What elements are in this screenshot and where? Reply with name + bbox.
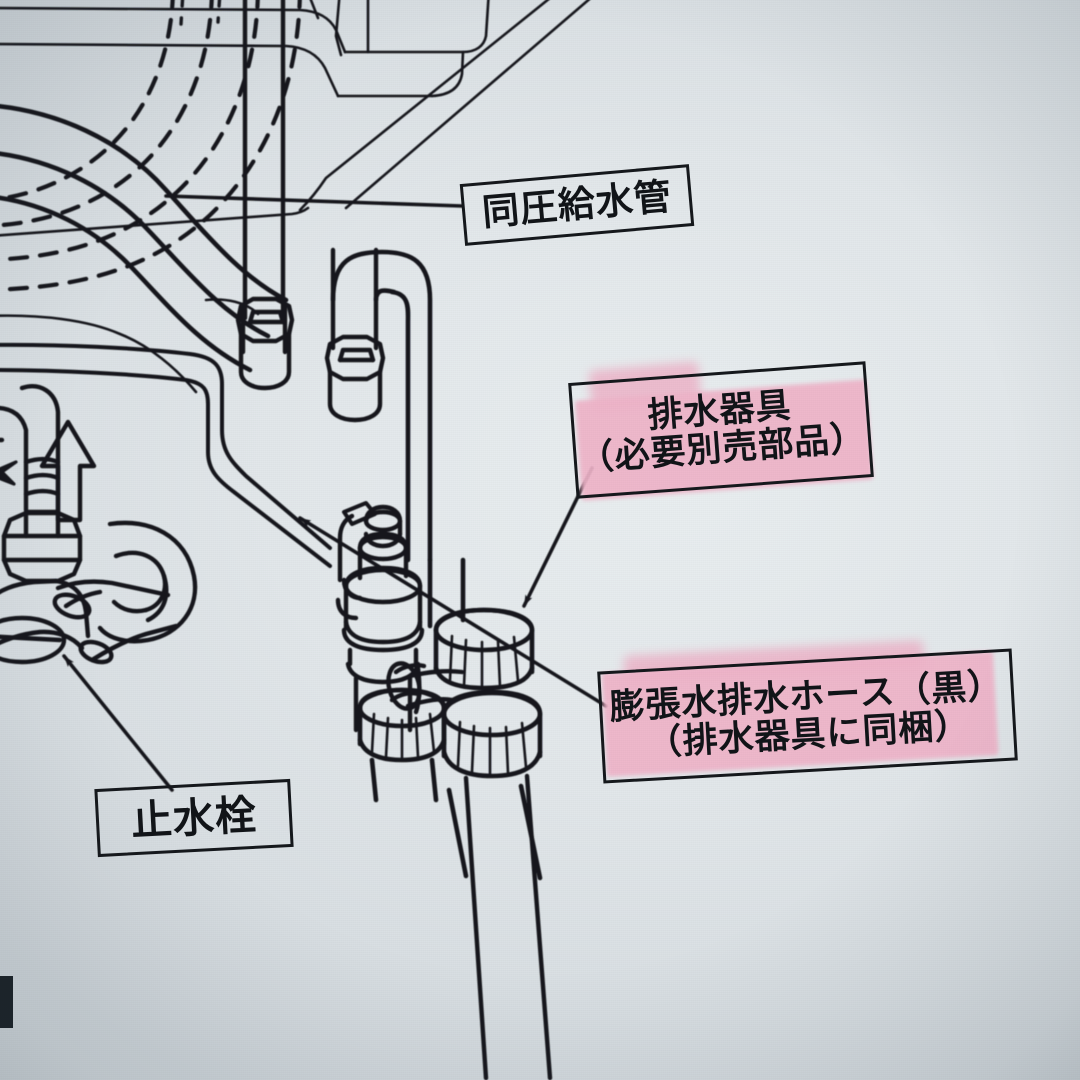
counter-outline	[0, 0, 490, 98]
cabinet-thin-lines	[0, 298, 260, 394]
u-bend-trap-pipe	[330, 249, 433, 563]
callout-stop-valve: 止水栓	[94, 778, 294, 858]
hex-coupling-nut-left	[235, 296, 295, 391]
tee-branch-fitting	[386, 661, 465, 715]
valve-screw-head	[0, 615, 67, 665]
callout-drain-fittings: 排水器具 （必要別売部品）	[568, 361, 874, 499]
valve-outlet-pipe	[52, 579, 179, 665]
vertical-pipe-left	[242, 0, 286, 321]
leader-line-expansion-hose	[298, 516, 608, 708]
dashed-upper-stubs	[179, 0, 222, 26]
drain-pipe-stubs	[369, 757, 439, 803]
angle-stop-valve-body	[0, 578, 91, 651]
supply-hex-nut	[1, 510, 83, 584]
counter-edge-diagonal	[0, 0, 591, 237]
hex-coupling-nut-right	[324, 334, 386, 423]
valve-tab	[342, 501, 377, 526]
leader-line-same-pressure-supply-pipe	[164, 192, 464, 208]
callout-text-line: 止水栓	[129, 791, 259, 845]
knurled-nut-upper-right	[433, 607, 535, 691]
knurled-nut-lower-right	[441, 689, 543, 779]
callout-expansion-water-drain-hose: 膨張水排水ホース（黒） （排水器具に同梱）	[597, 648, 1018, 784]
knurled-nut-lower-left	[357, 687, 447, 763]
valve-flange-escutcheon	[97, 520, 198, 644]
flexible-supply-hose	[0, 384, 61, 515]
page-edge-mark	[0, 976, 13, 1028]
long-drain-pipes	[463, 773, 553, 1080]
small-left-arrow	[0, 460, 18, 486]
flow-direction-arrow-up	[39, 419, 97, 523]
thin-drain-hose	[0, 342, 332, 568]
leader-line-stop-valve	[62, 654, 174, 792]
callout-text-line: 同圧給水管	[480, 175, 674, 234]
callout-text-line: （必要別売部品）	[577, 418, 868, 479]
vertical-pipe-right	[330, 247, 379, 351]
